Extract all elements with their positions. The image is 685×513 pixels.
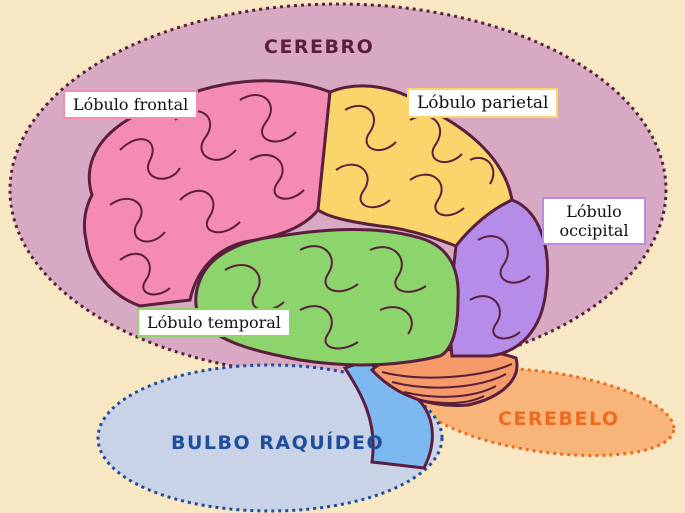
cerebelo-title: CEREBELO bbox=[498, 408, 620, 430]
parietal-lobe-label: Lóbulo parietal bbox=[407, 88, 559, 119]
frontal-lobe-label: Lóbulo frontal bbox=[63, 90, 199, 120]
temporal-lobe-label: Lóbulo temporal bbox=[137, 308, 291, 338]
temporal-lobe-shape bbox=[194, 228, 460, 367]
occipital-lobe-shape bbox=[448, 198, 549, 358]
occipital-lobe-label-line1: Lóbulo bbox=[566, 202, 622, 221]
occipital-lobe-label-line2: occipital bbox=[559, 221, 629, 241]
occipital-lobe-label: Lóbulo occipital bbox=[542, 197, 646, 246]
bulbo-ellipse bbox=[96, 363, 444, 513]
cerebro-title: CEREBRO bbox=[264, 36, 375, 58]
bulbo-raquideo-title: BULBO RAQUÍDEO bbox=[171, 432, 385, 454]
